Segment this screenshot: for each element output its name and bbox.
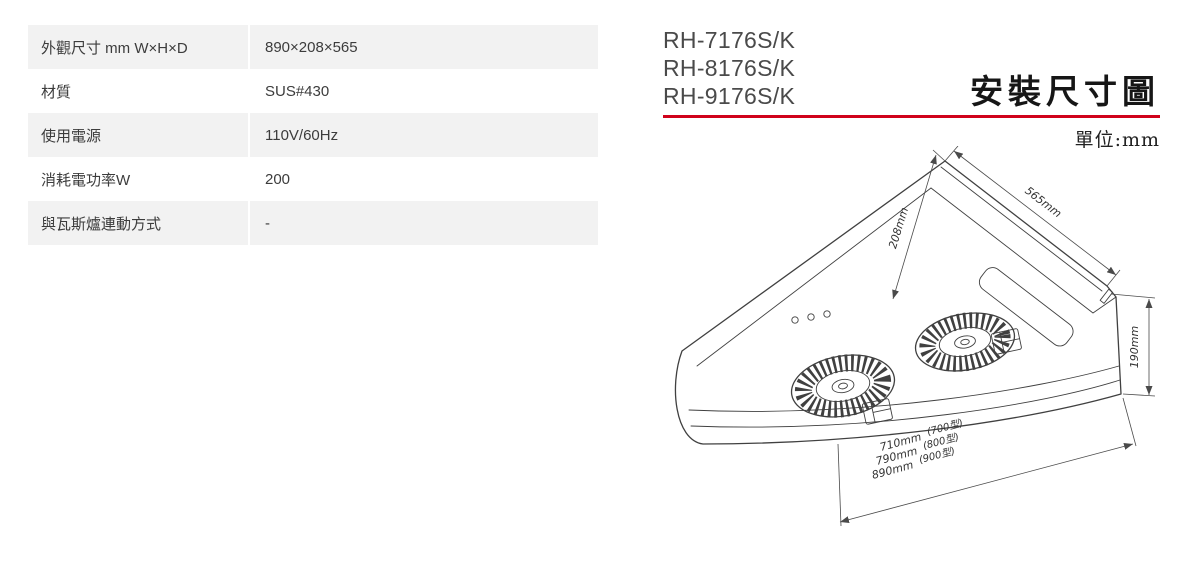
spec-value: 200: [265, 170, 291, 188]
dimension-width: 710mm(700型) 790mm(800型) 890mm(900型): [837, 397, 1137, 527]
spec-label: 外觀尺寸 mm W×H×D: [28, 25, 248, 69]
install-section-header: RH-7176S/K RH-8176S/K RH-9176S/K 安裝尺寸圖 單…: [663, 26, 1160, 152]
fan-left: [790, 354, 896, 418]
spec-row: 消耗電功率W 200: [28, 157, 598, 201]
depth-dim-label: 565mm: [1022, 184, 1064, 220]
switch-buttons: [791, 310, 831, 324]
dimension-depth: 565mm: [944, 146, 1121, 287]
installation-diagram: 565mm 208mm 190mm 710mm(700型) 790mm(800型…: [674, 146, 1156, 527]
hood-outline: [674, 160, 1122, 445]
spec-label: 消耗電功率W: [41, 171, 131, 189]
spec-value: -: [250, 201, 598, 245]
red-divider: [663, 115, 1160, 118]
bracket-right: [990, 328, 1022, 355]
spec-table: 外觀尺寸 mm W×H×D 890×208×565 材質 SUS#430 使用電…: [28, 25, 598, 245]
lamp-panel: [978, 267, 1074, 347]
spec-row: 材質 SUS#430: [28, 69, 598, 113]
fan-right: [914, 312, 1016, 372]
spec-label: 使用電源: [28, 113, 248, 157]
right-height-dim-label: 190mm: [1128, 326, 1141, 368]
dimension-height-right: 190mm: [1110, 293, 1156, 397]
model-list: RH-7176S/K RH-8176S/K RH-9176S/K: [663, 26, 795, 110]
spec-row: 外觀尺寸 mm W×H×D 890×208×565: [28, 25, 598, 69]
ridge-clip: [1099, 288, 1114, 304]
header-row: RH-7176S/K RH-8176S/K RH-9176S/K 安裝尺寸圖: [663, 26, 1160, 110]
spec-row: 使用電源 110V/60Hz: [28, 113, 598, 157]
model-name: RH-7176S/K: [663, 27, 796, 53]
model-name: RH-9176S/K: [663, 83, 796, 109]
model-name: RH-8176S/K: [663, 55, 796, 81]
section-title: 安裝尺寸圖: [970, 72, 1160, 111]
spec-label: 材質: [41, 83, 72, 101]
spec-row: 與瓦斯爐連動方式 -: [28, 201, 598, 245]
spec-value: 890×208×565: [250, 25, 598, 69]
spec-value: 110V/60Hz: [250, 113, 598, 157]
spec-label: 與瓦斯爐連動方式: [28, 201, 248, 245]
height-dim-label: 208mm: [886, 206, 911, 250]
bracket-left: [861, 398, 893, 425]
unit-label: 單位:mm: [1074, 129, 1160, 151]
spec-value: SUS#430: [265, 82, 330, 100]
dimension-height-left: 208mm: [886, 149, 946, 300]
